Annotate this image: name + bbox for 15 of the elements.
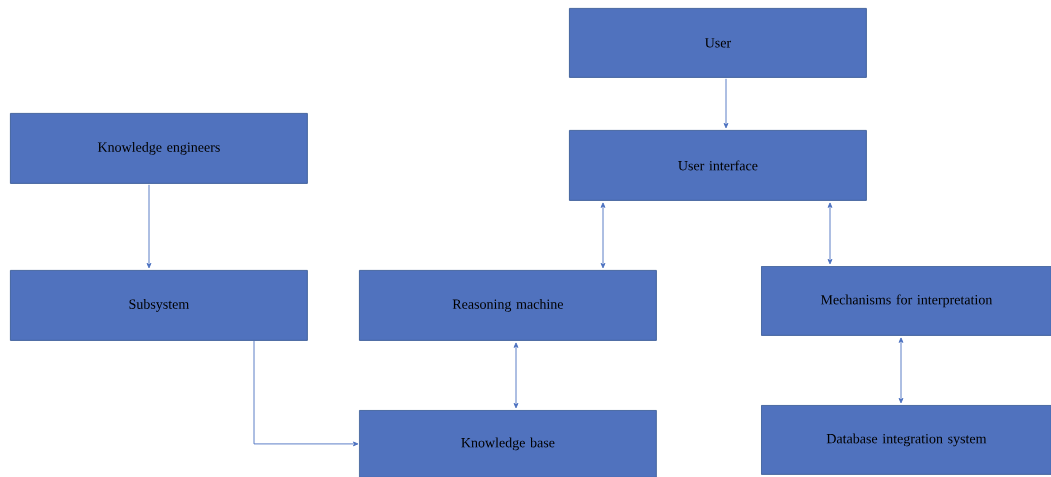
arrow [513,342,519,409]
arrow [146,184,152,269]
process-box: Knowledge engineers [10,113,308,184]
process-box: Reasoning machine [359,270,657,341]
arrow [827,202,833,265]
process-box: Knowledge base [359,410,657,477]
process-box: Mechanisms for interpretation [761,266,1051,336]
process-box: User [569,8,867,78]
process-box: Database integration system [761,405,1051,475]
arrow [898,337,904,404]
process-box: User interface [569,130,867,201]
arrow [600,202,606,269]
arrow [253,340,359,447]
process-box: Subsystem [10,270,308,341]
arrow [723,78,729,129]
